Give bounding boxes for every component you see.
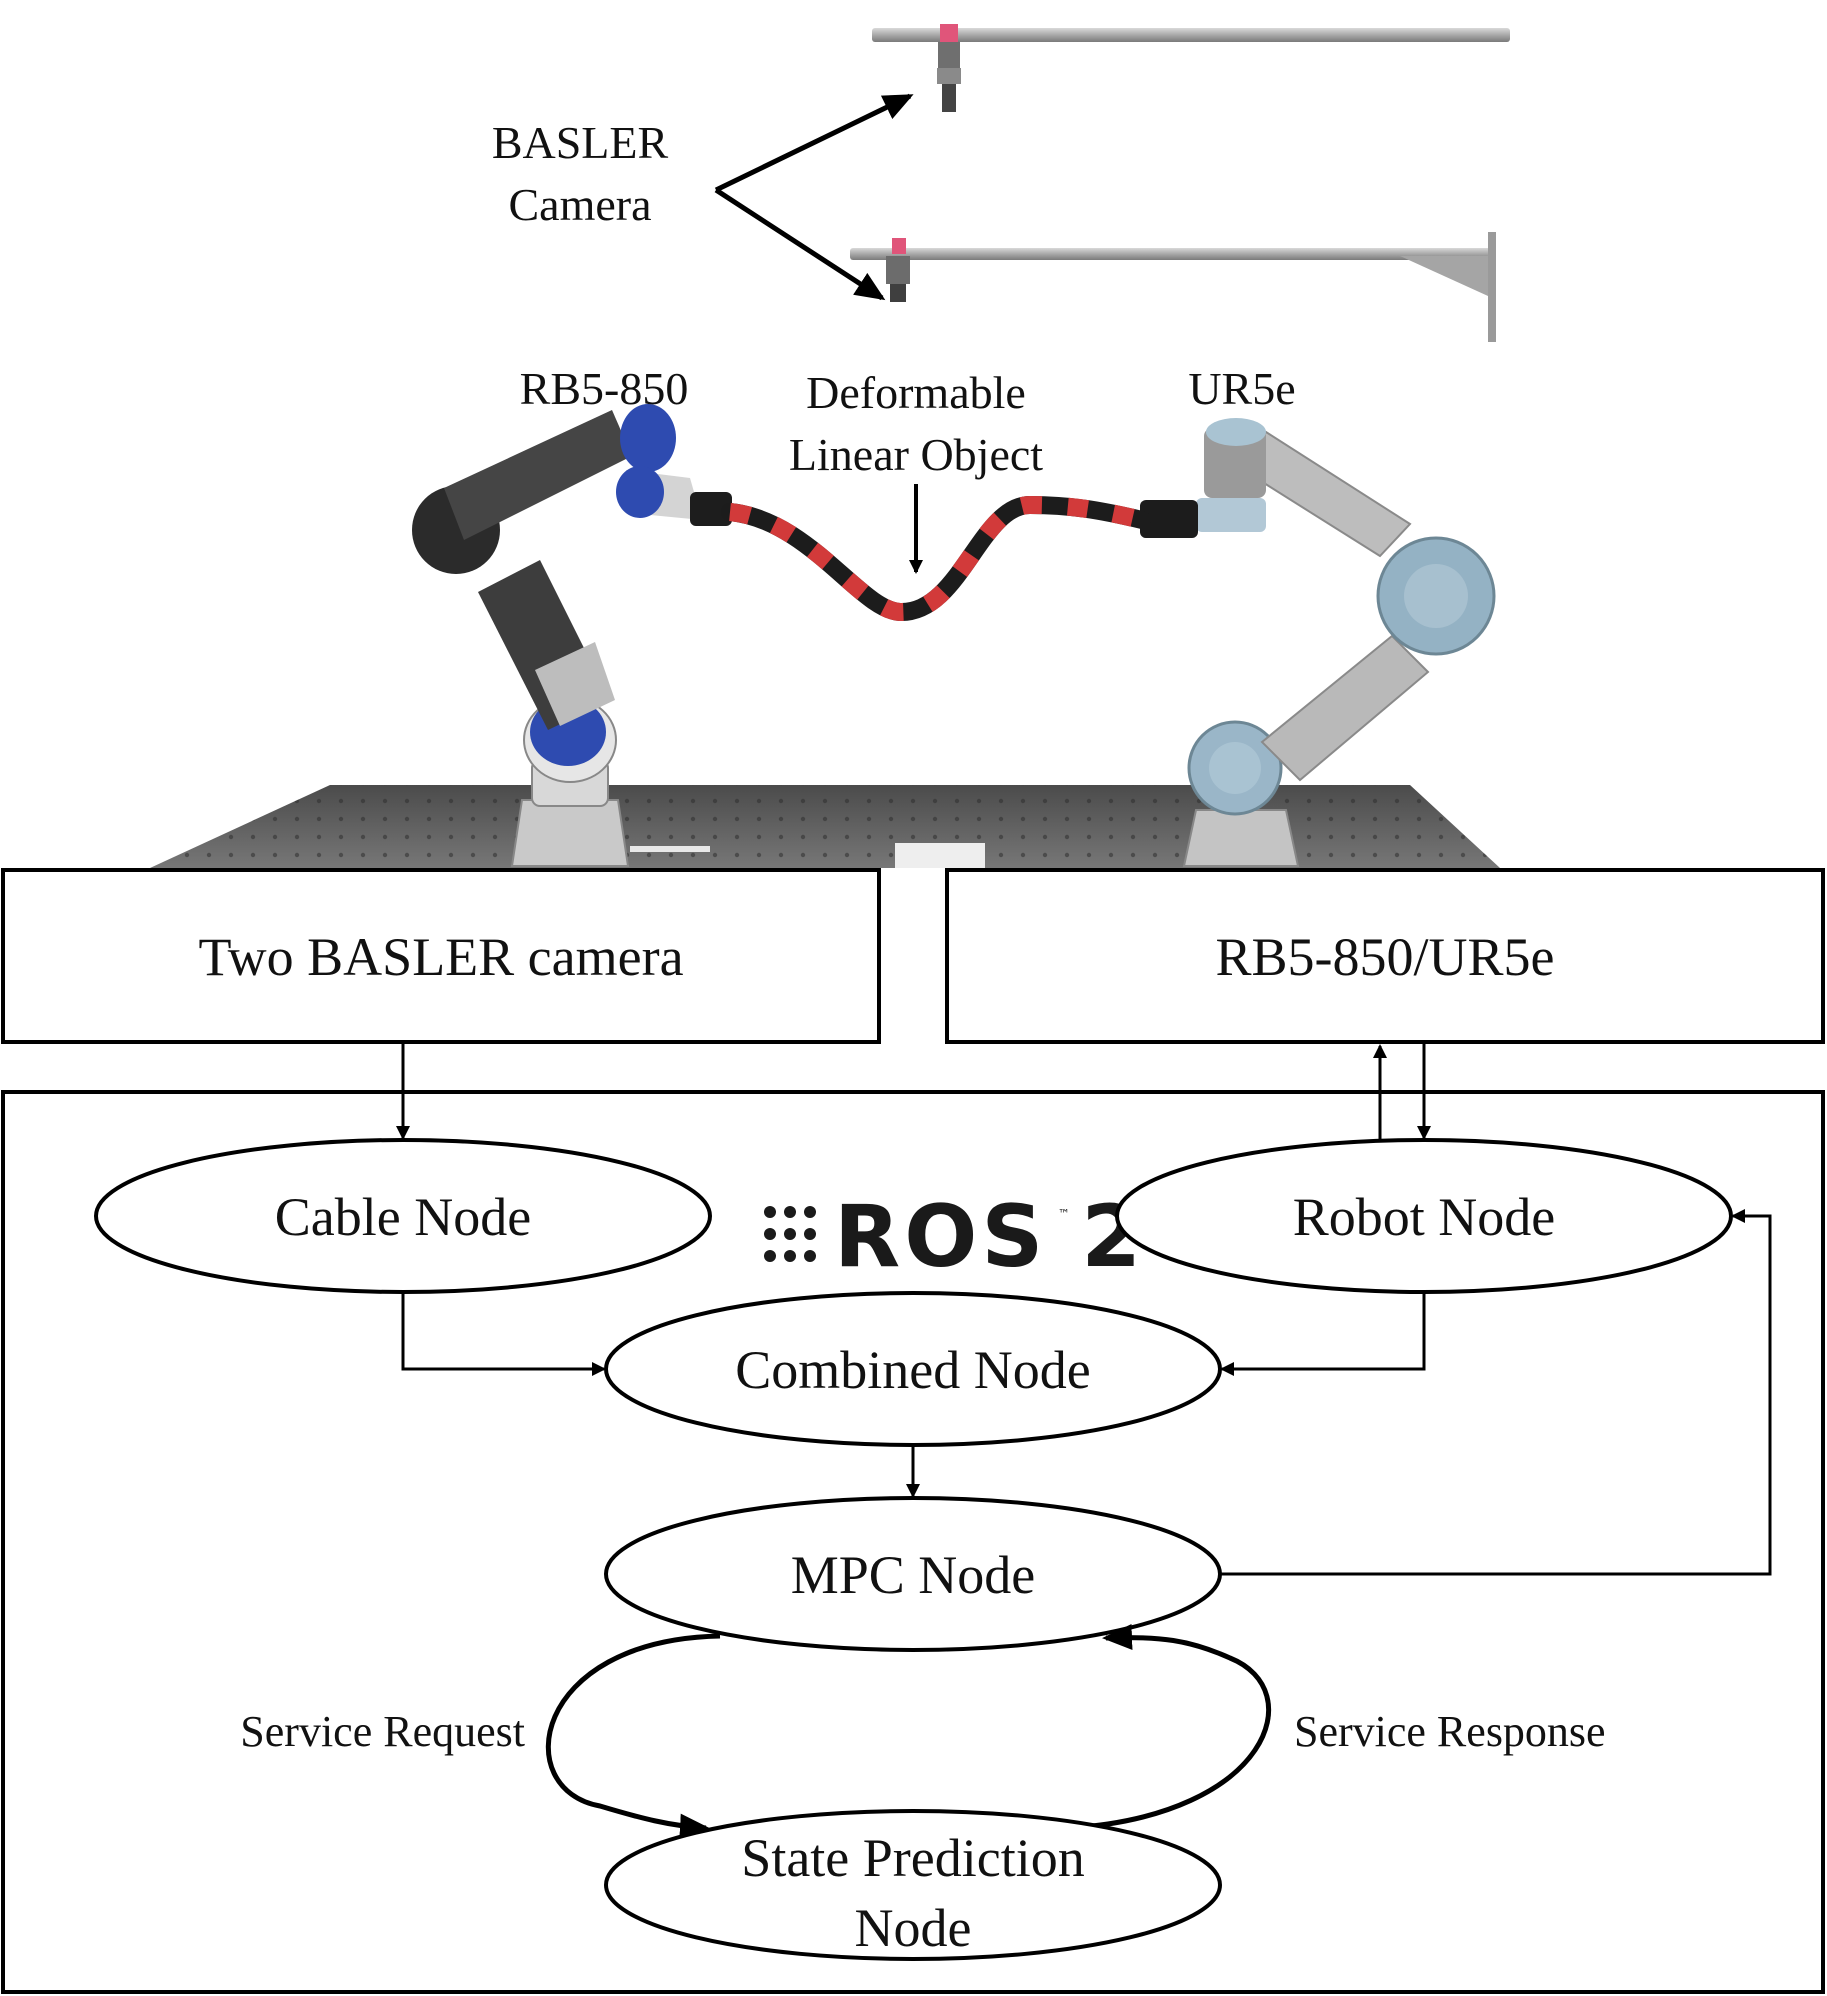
ros2-logo-text: ROS 2 [834, 1187, 1145, 1287]
service-request-arc [545, 1633, 721, 1840]
robot-node-label: Robot Node [1293, 1187, 1556, 1247]
state-prediction-node: State Prediction Node [604, 1809, 1222, 1961]
ur5e-label: UR5e [1188, 363, 1295, 414]
ros-dots-icon [764, 1206, 816, 1262]
robot-to-combined-arrow [1220, 1292, 1426, 1376]
service-request-label: Service Request [240, 1707, 525, 1756]
dlo-label-line1: Deformable [806, 367, 1026, 418]
camera-box-label: Two BASLER camera [198, 927, 683, 987]
robot-hardware-box: RB5-850/UR5e [945, 868, 1825, 1044]
rb5-850-robot [412, 404, 732, 867]
state-node-label-line2: Node [855, 1898, 972, 1958]
dlo-label-line2: Linear Object [789, 429, 1043, 480]
mpc-to-robot-feedback-arrow [1220, 1209, 1772, 1576]
service-response-label: Service Response [1294, 1707, 1606, 1756]
camera-arrow-top [714, 93, 914, 193]
camera-label-line1: BASLER [492, 117, 669, 168]
robot-box-label: RB5-850/UR5e [1215, 927, 1554, 987]
rb5-850-label: RB5-850 [520, 363, 689, 414]
robot-node: Robot Node [1115, 1138, 1733, 1294]
ros2-trademark: ™ [1058, 1207, 1070, 1221]
ur5e-robot [1140, 418, 1496, 867]
cable-to-combined-arrow [401, 1292, 606, 1376]
camera-label-line2: Camera [508, 179, 651, 230]
mpc-node: MPC Node [604, 1496, 1222, 1652]
ros2-logo: ROS 2 ™ [764, 1187, 1145, 1287]
cable-node: Cable Node [94, 1138, 712, 1294]
mpc-node-label: MPC Node [791, 1545, 1036, 1605]
combined-node-label: Combined Node [735, 1340, 1090, 1400]
setup-photo: BASLER Camera [150, 24, 1510, 868]
bottom-camera-mount [850, 232, 1496, 342]
top-camera-mount [872, 24, 1510, 112]
cable-node-label: Cable Node [275, 1187, 531, 1247]
state-node-label-line1: State Prediction [741, 1828, 1084, 1888]
camera-hardware-box: Two BASLER camera [1, 868, 881, 1044]
combined-node: Combined Node [604, 1291, 1222, 1447]
service-response-arc [1069, 1624, 1272, 1831]
camera-arrow-bottom [714, 187, 886, 301]
